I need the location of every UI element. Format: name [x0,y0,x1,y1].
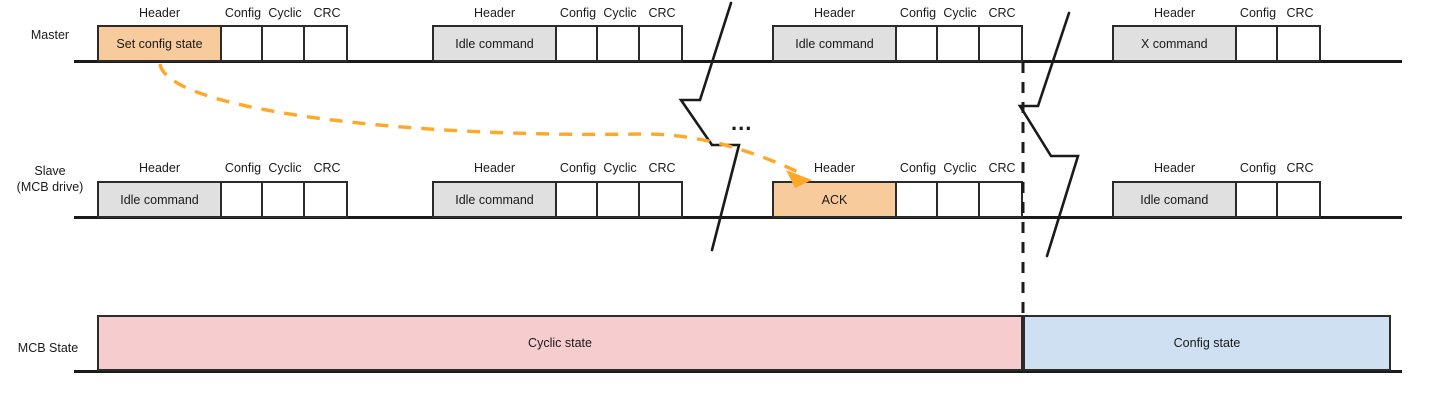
slave-frame-4-crc [1277,183,1319,216]
slave-frame-3-config [896,183,939,216]
slave-frame-4-config [1236,183,1278,216]
slave-frame-3-header: ACK [774,183,897,216]
master-frame-4-header: X command [1114,27,1237,60]
slave-frame-2-crc [639,183,681,216]
caption-header-s3: Header [814,161,855,175]
caption-header-s2: Header [474,161,515,175]
master-frame-2-cyclic [598,27,640,60]
caption-crc-m1: CRC [313,6,341,20]
slave-frame-3-cyclic [938,183,980,216]
caption-header-m4: Header [1154,6,1195,20]
row-label-master-text: Master [30,28,70,42]
master-frame-1-config [221,27,264,60]
master-frame-1-header: Set config state [99,27,222,60]
caption-cyclic-s2: Cyclic [603,161,637,175]
row-label-mcb-state: MCB State [8,340,88,356]
caption-crc-m2: CRC [648,6,676,20]
slave-frame-2-cyclic [598,183,640,216]
slave-frame-1[interactable]: Idle command [97,181,348,218]
slave-frame-2-header: Idle command [434,183,557,216]
caption-config-s3: Config [899,161,937,175]
caption-crc-s4: CRC [1286,161,1314,175]
master-frame-1[interactable]: Set config state [97,25,348,62]
caption-config-s1: Config [224,161,262,175]
master-frame-2-config [556,27,599,60]
caption-config-s4: Config [1239,161,1277,175]
row-label-slave: Slave (MCB drive) [4,163,96,195]
slave-frame-2-config [556,183,599,216]
state-bar-cyclic[interactable]: Cyclic state [97,315,1023,371]
state-bar-cyclic-label: Cyclic state [528,336,592,350]
slave-frame-4-header: Idle comand [1114,183,1237,216]
row-label-slave-line2: (MCB drive) [16,180,84,194]
slave-frame-1-crc [304,183,346,216]
master-frame-1-cyclic [263,27,305,60]
caption-header-s1: Header [139,161,180,175]
caption-config-m2: Config [559,6,597,20]
caption-header-s4: Header [1154,161,1195,175]
break-mark-2 [1017,11,1080,258]
slave-frame-1-header: Idle command [99,183,222,216]
slave-frame-3-crc [979,183,1021,216]
caption-cyclic-m1: Cyclic [268,6,302,20]
slave-frame-2[interactable]: Idle command [432,181,683,218]
master-frame-3[interactable]: Idle command [772,25,1023,62]
master-frame-3-config [896,27,939,60]
master-frame-2-header: Idle command [434,27,557,60]
row-label-master: Master [14,27,86,43]
master-frame-3-header: Idle command [774,27,897,60]
master-frame-4-crc [1277,27,1319,60]
caption-header-m2: Header [474,6,515,20]
master-frame-1-crc [304,27,346,60]
caption-config-s2: Config [559,161,597,175]
slave-frame-3[interactable]: ACK [772,181,1023,218]
caption-cyclic-s1: Cyclic [268,161,302,175]
state-baseline [74,370,1402,373]
ellipsis-indicator: ... [731,110,753,135]
caption-crc-s2: CRC [648,161,676,175]
caption-crc-s1: CRC [313,161,341,175]
state-bar-config-label: Config state [1173,336,1241,350]
slave-frame-1-config [221,183,264,216]
row-label-mcb-state-text: MCB State [17,341,79,355]
row-label-slave-line1: Slave [34,164,66,178]
master-frame-4[interactable]: X command [1112,25,1321,62]
caption-cyclic-m2: Cyclic [603,6,637,20]
caption-cyclic-s3: Cyclic [943,161,977,175]
caption-crc-s3: CRC [988,161,1016,175]
caption-cyclic-m3: Cyclic [943,6,977,20]
slave-frame-4[interactable]: Idle comand [1112,181,1321,218]
caption-crc-m4: CRC [1286,6,1314,20]
config-to-ack-arrow [158,63,799,174]
caption-config-m3: Config [899,6,937,20]
caption-header-m3: Header [814,6,855,20]
caption-config-m4: Config [1239,6,1277,20]
caption-header-m1: Header [139,6,180,20]
state-bar-config[interactable]: Config state [1023,315,1391,371]
master-frame-2-crc [639,27,681,60]
master-frame-3-crc [979,27,1021,60]
master-frame-4-config [1236,27,1278,60]
caption-config-m1: Config [224,6,262,20]
caption-crc-m3: CRC [988,6,1016,20]
master-frame-2[interactable]: Idle command [432,25,683,62]
master-frame-3-cyclic [938,27,980,60]
slave-frame-1-cyclic [263,183,305,216]
